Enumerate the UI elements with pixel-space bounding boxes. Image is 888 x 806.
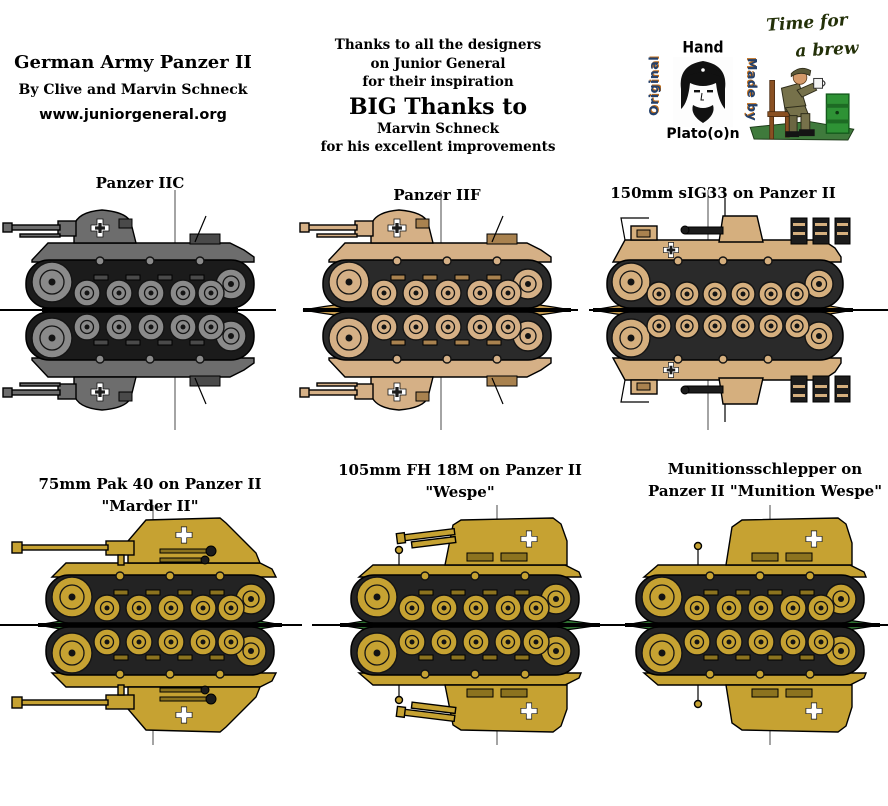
wespe-figure [315, 505, 615, 745]
logo-word-platoon: Plato(o)n [666, 126, 740, 142]
label-panzer-iic: Panzer IIC [95, 174, 185, 192]
thanks-line: on Junior General [370, 55, 506, 72]
sig33-figure [573, 190, 873, 430]
big-thanks-sub: for his excellent improvements [320, 139, 556, 155]
title-block: German Army Panzer II By Clive and Marvi… [8, 52, 258, 123]
panzer-iif-figure [287, 190, 587, 430]
thanks-line: Thanks to all the designers [334, 37, 542, 53]
thanks-block: Thanks to all the designers on Junior Ge… [300, 36, 576, 157]
big-thanks-heading: BIG Thanks to [348, 93, 528, 120]
thanks-line: for their inspiration [362, 74, 514, 90]
label-munition-wespe: Munitionsschlepper on Panzer II "Munitio… [647, 460, 883, 500]
logo-word-original: Original [646, 56, 661, 116]
big-thanks-name: Marvin Schneck [376, 120, 500, 137]
logo-word-made-by: Made by [745, 58, 760, 122]
website-url: www.juniorgeneral.org [39, 107, 227, 123]
marder-ii-figure [10, 505, 310, 745]
page-title: German Army Panzer II [14, 52, 252, 73]
label-sig33: 150mm sIG33 on Panzer II [610, 184, 836, 202]
munition-wespe-figure [600, 505, 888, 745]
che-portrait-icon [673, 57, 733, 127]
soldier-drinking-tea-illustration [749, 67, 855, 141]
label-panzer-iif: Panzer IIF [393, 186, 481, 204]
logo-word-hand: Hand [682, 38, 724, 58]
label-wespe: 105mm FH 18M on Panzer II "Wespe" [338, 461, 582, 501]
byline: By Clive and Marvin Schneck [18, 82, 248, 98]
panzer-iic-figure [0, 190, 290, 430]
brew-caption-line1: Time for [765, 10, 849, 36]
label-marder-ii: 75mm Pak 40 on Panzer II "Marder II" [38, 475, 262, 515]
platoon-logo: Hand Original Made by Plato(o)n [646, 38, 760, 142]
